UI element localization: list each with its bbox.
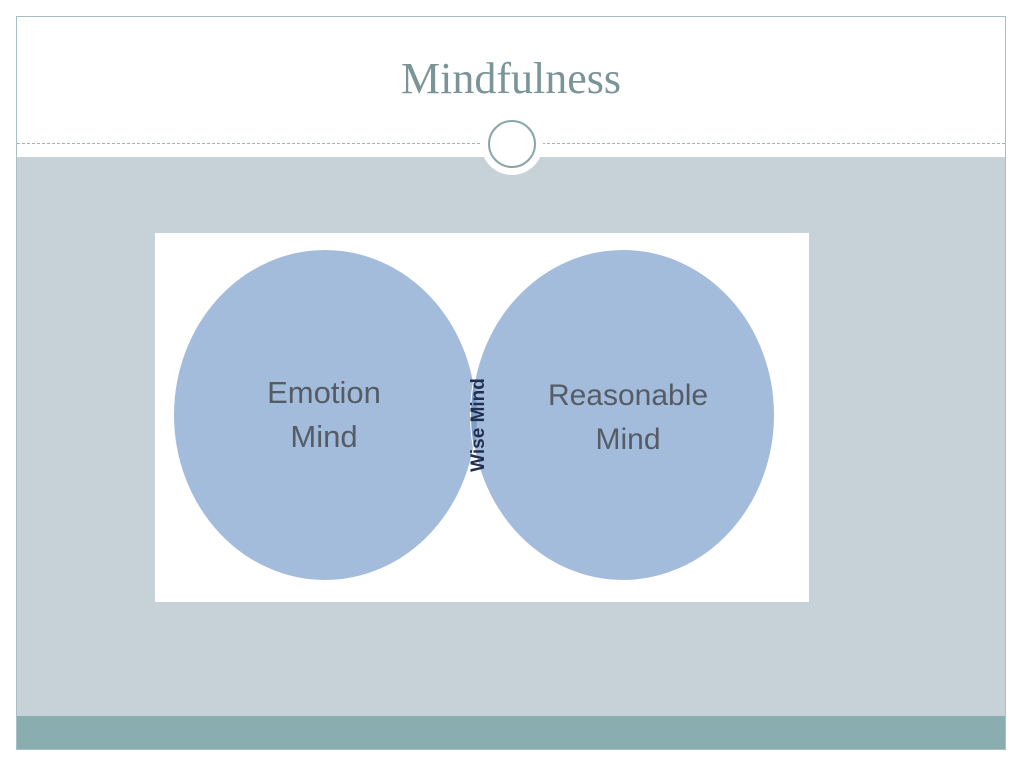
reasonable-mind-label-line2: Mind	[595, 423, 660, 456]
reasonable-mind-label-line1: Reasonable	[548, 379, 708, 412]
venn-diagram-svg: Emotion Mind Reasonable Mind Wise Mind	[172, 248, 776, 582]
emotion-mind-label-line1: Emotion	[267, 375, 381, 410]
slide-title: Mindfulness	[401, 54, 621, 103]
ornament-ring	[488, 120, 536, 168]
venn-diagram: Emotion Mind Reasonable Mind Wise Mind	[155, 233, 809, 602]
footer-bar	[17, 716, 1005, 749]
circle-ornament-icon	[481, 113, 543, 175]
emotion-mind-label-line2: Mind	[290, 419, 357, 454]
emotion-mind-circle	[172, 248, 478, 582]
wise-mind-label: Wise Mind	[468, 378, 489, 472]
slide: Mindfulness Emotion Mind Reasonable Mind…	[16, 16, 1006, 750]
reasonable-mind-circle	[470, 248, 776, 582]
